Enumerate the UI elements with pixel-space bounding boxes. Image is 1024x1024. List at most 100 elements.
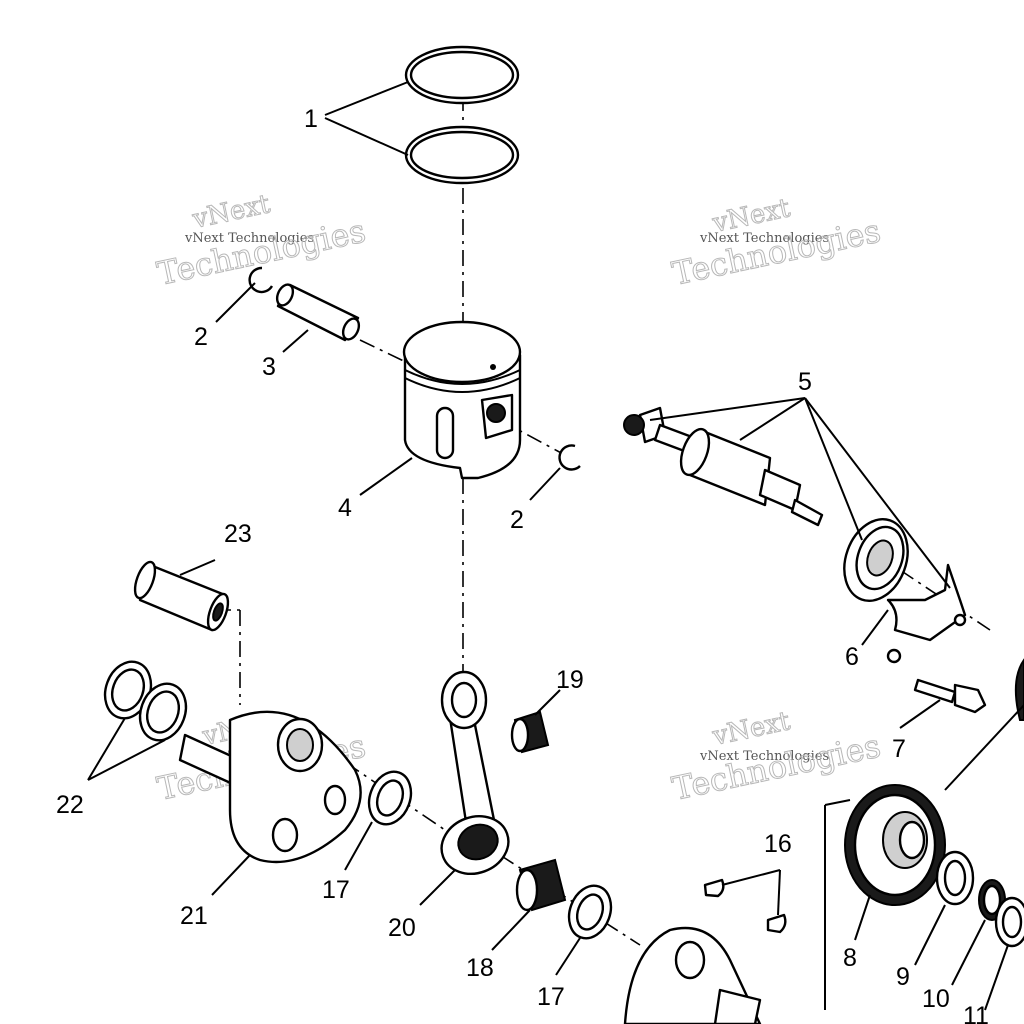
piston-ring-lower-inner — [409, 130, 515, 180]
callout-2: 2 — [194, 323, 208, 351]
watermark-text: vNext Technologies — [184, 231, 314, 246]
leader-1b — [324, 117, 409, 156]
callout-11: 11 — [963, 1002, 989, 1024]
seal-inner — [145, 690, 181, 734]
connecting-rod — [440, 670, 510, 875]
leader-23 — [179, 559, 216, 576]
watermark-text: vNext — [189, 189, 273, 235]
callout-6: 6 — [845, 643, 859, 671]
watermark-text: vNext Technologies — [699, 231, 829, 246]
leader-11 — [984, 944, 1009, 1011]
leader-17b — [555, 937, 581, 976]
callout-10: 10 — [922, 985, 950, 1013]
centerline-pin — [359, 339, 413, 366]
needle-bearing-end — [510, 717, 530, 753]
callout-19: 19 — [556, 666, 584, 694]
watermark-text: vNext Technologies — [699, 749, 829, 764]
callout-2: 2 — [510, 506, 524, 534]
leader-16b — [777, 869, 781, 916]
leader-19 — [534, 689, 561, 716]
circlip-right — [558, 444, 581, 471]
gear-edge-right — [1014, 658, 1024, 721]
callout-18: 18 — [466, 954, 494, 982]
dowel-bore — [212, 602, 224, 622]
callout-22: 22 — [56, 791, 84, 819]
gear-edge-teeth — [1014, 658, 1024, 721]
leader-3 — [282, 329, 309, 353]
leader-5b — [739, 397, 806, 441]
callout-3: 3 — [262, 353, 276, 381]
thrust-washer-left — [367, 770, 413, 826]
retainer-hole — [886, 648, 902, 664]
woodruff-keys — [703, 878, 787, 934]
piston-groove — [404, 377, 521, 393]
callout-5: 5 — [798, 368, 812, 396]
shaft-weight-end — [679, 427, 711, 477]
leader-8 — [854, 894, 871, 941]
watermark-right-top: vNext vNext Technologies Technologies — [668, 193, 884, 294]
leader-1a — [324, 81, 409, 116]
retainer-hole — [953, 613, 967, 627]
shaft-tip — [790, 498, 824, 527]
piston-mark — [490, 364, 496, 370]
callout-8: 8 — [843, 944, 857, 972]
crank-seals — [103, 660, 188, 742]
shaft-drive-gear-teeth — [623, 414, 645, 436]
callout-numbers: 1 2 3 4 2 5 6 7 23 19 22 21 17 20 18 17 … — [56, 105, 989, 1024]
leader-5a — [649, 397, 806, 421]
woodruff-key — [766, 913, 787, 934]
leader-17a — [344, 821, 373, 871]
piston — [402, 320, 522, 480]
piston-pin-end — [341, 317, 361, 341]
bolt-shank — [913, 678, 957, 704]
washer-9 — [935, 850, 975, 906]
piston-rings — [404, 45, 520, 185]
gear-bore — [898, 820, 926, 860]
callout-4: 4 — [338, 494, 352, 522]
leader-22a — [87, 717, 126, 781]
bolt — [913, 678, 987, 714]
leader-22b — [87, 739, 166, 781]
leader-5c — [804, 397, 863, 541]
needle-bearing-small — [510, 710, 550, 754]
dowel-pin — [133, 560, 230, 632]
leader-4 — [359, 457, 413, 496]
callout-9: 9 — [896, 963, 910, 991]
callout-1: 1 — [304, 105, 318, 133]
leader-7 — [899, 699, 941, 729]
piston-groove — [404, 369, 521, 385]
needle-bearing-large — [515, 858, 567, 912]
callout-23: 23 — [224, 520, 252, 548]
leader-20 — [419, 869, 456, 906]
washer-11 — [994, 896, 1024, 948]
piston-port — [435, 406, 455, 460]
piston-pin — [275, 283, 361, 342]
leader-18 — [491, 909, 531, 951]
circlip-shape — [248, 266, 274, 294]
crank-pin-bore-inner — [286, 728, 314, 762]
callout-17: 17 — [537, 983, 565, 1011]
leader-2b — [529, 467, 561, 501]
leader-9 — [914, 904, 946, 966]
callout-21: 21 — [180, 902, 208, 930]
leader-21 — [211, 854, 251, 896]
lower-crank-shaft — [713, 988, 762, 1024]
circlip-left — [248, 266, 274, 294]
needle-bearing-end — [515, 868, 539, 912]
callout-16: 16 — [764, 830, 792, 858]
ball-bearing — [843, 518, 909, 602]
watermark-right-bottom: vNext vNext Technologies Technologies — [668, 706, 884, 809]
leader-gear-edge — [944, 704, 1024, 791]
crank-web-hole — [323, 784, 347, 816]
watermark-text: vNext — [709, 706, 793, 752]
leader-5d — [804, 397, 951, 589]
rod-big-end-bore — [457, 823, 499, 861]
leader-16a — [721, 869, 781, 886]
piston-ring-upper-inner — [409, 50, 515, 100]
piston-skirt — [403, 353, 522, 480]
washer-inner — [1001, 905, 1023, 939]
crank-web-hole — [271, 817, 299, 853]
piston-pin-bore — [486, 403, 506, 423]
leader-lines — [87, 81, 1024, 1011]
dowel-end — [133, 560, 157, 600]
